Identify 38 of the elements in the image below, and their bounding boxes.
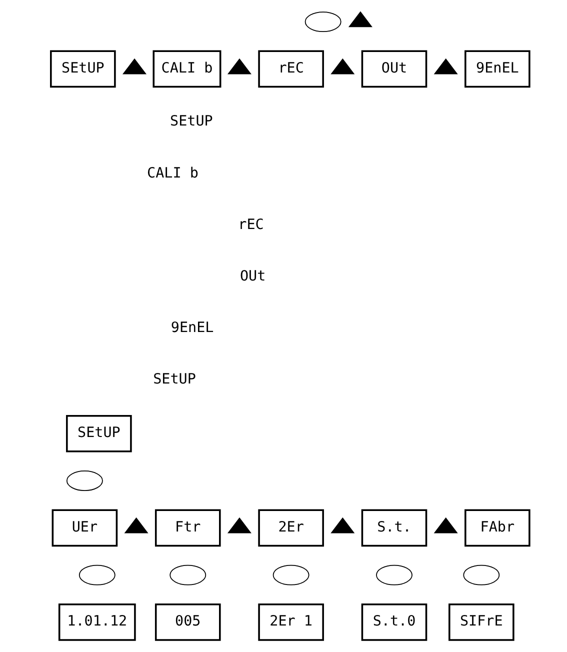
node-box: 1.01.12 — [58, 604, 136, 641]
node-button — [122, 58, 147, 74]
node-box: UEr — [52, 509, 118, 547]
node-button — [227, 58, 252, 74]
node-ellipse — [463, 564, 500, 586]
node-button — [330, 58, 355, 74]
node-box: OUt — [361, 50, 428, 88]
node-box: SEtUP — [66, 414, 132, 452]
label: SEtUP — [170, 114, 213, 130]
node-ellipse — [376, 564, 412, 586]
node-box: 005 — [154, 604, 221, 641]
node-ellipse — [304, 12, 342, 32]
node-button — [434, 58, 458, 74]
node-box: Ftr — [154, 509, 221, 547]
node-box: FAbr — [464, 509, 530, 547]
label: OUt — [240, 268, 266, 284]
node-box: S.t. — [361, 509, 428, 547]
node-box: SEtUP — [50, 50, 116, 88]
node-ellipse — [66, 470, 103, 491]
node-button — [348, 11, 372, 28]
node-button — [124, 517, 148, 534]
label: CALI b — [147, 165, 198, 182]
label: 9EnEL — [170, 320, 214, 336]
node-button — [434, 517, 458, 534]
node-ellipse — [170, 564, 206, 586]
node-box: SIFrE — [448, 604, 514, 641]
node-box: 9EnEL — [464, 50, 530, 88]
node-button — [330, 517, 355, 534]
node-box: S.t.0 — [361, 604, 428, 641]
node-box: CALI b — [152, 50, 222, 88]
node-ellipse — [272, 564, 310, 586]
node-ellipse — [78, 564, 116, 586]
node-button — [227, 517, 252, 534]
node-box: 2Er 1 — [258, 604, 324, 641]
node-box: 2Er — [258, 509, 324, 547]
node-box: rEC — [258, 50, 324, 88]
label: SEtUP — [153, 372, 196, 388]
label: rEC — [238, 216, 264, 233]
